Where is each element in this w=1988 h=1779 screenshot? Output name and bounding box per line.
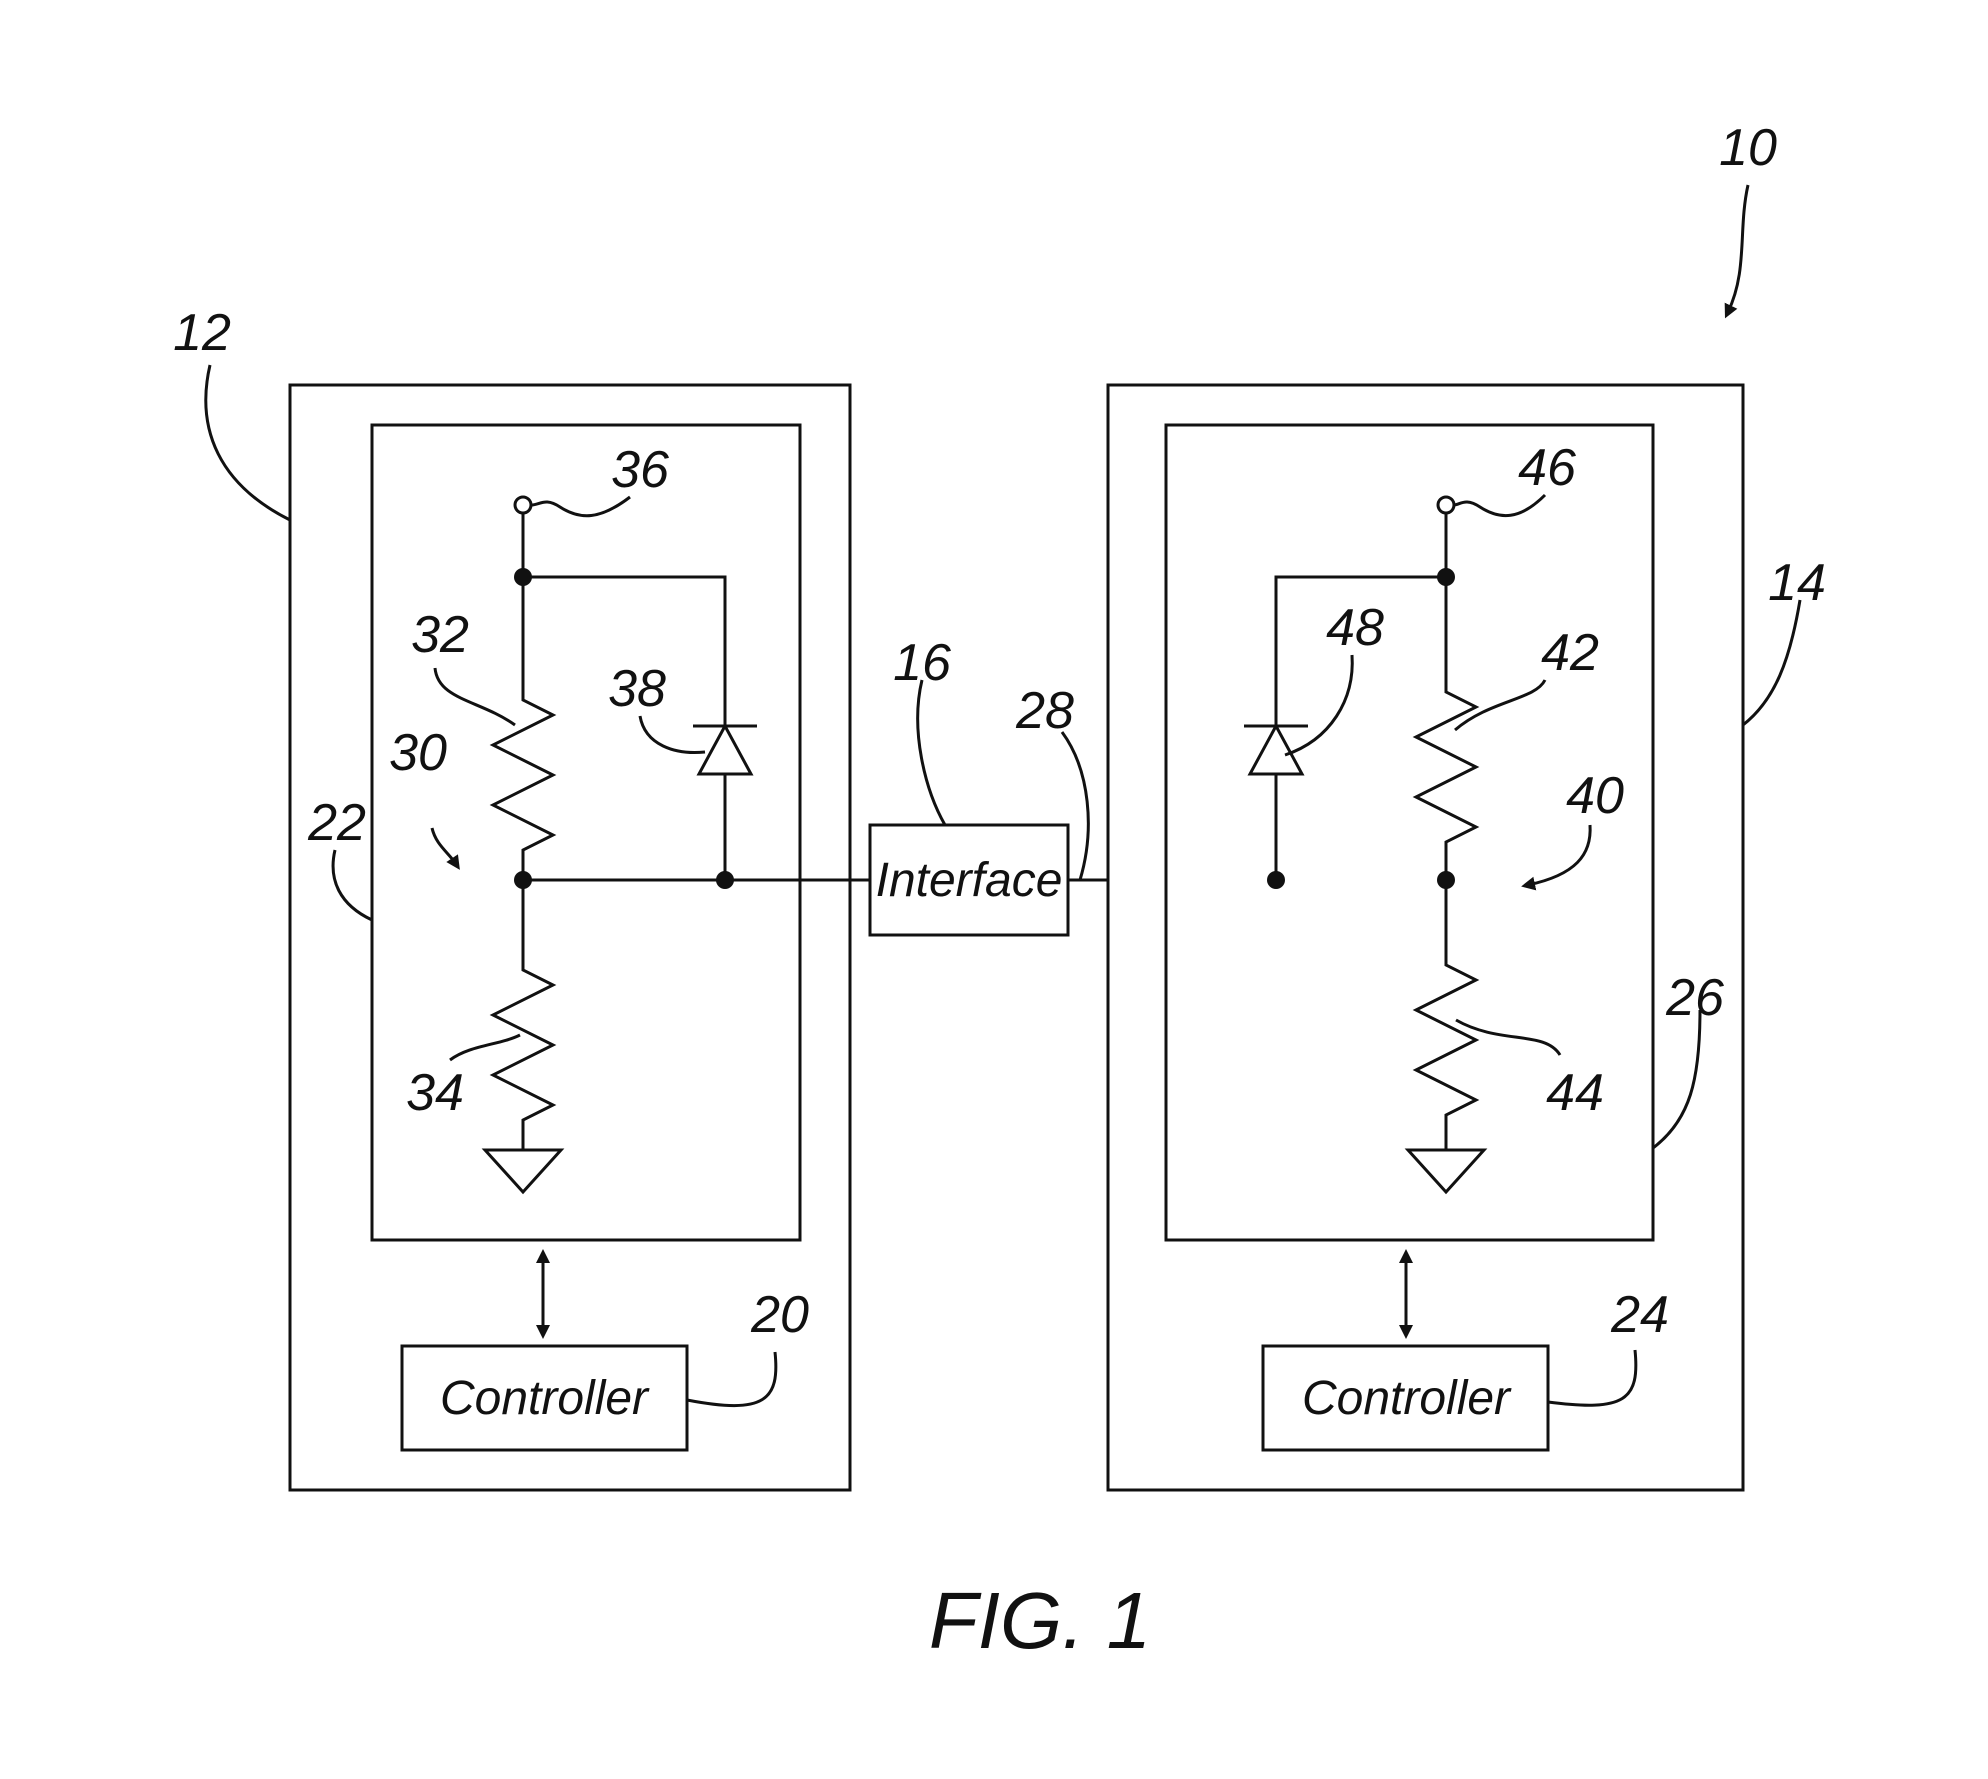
wire-diode38-top <box>523 575 727 726</box>
leader-24 <box>1547 1349 1638 1407</box>
ref-28: 28 <box>1015 682 1074 740</box>
leader-36 <box>530 495 631 518</box>
leader-46 <box>1453 493 1547 518</box>
ground-right <box>1404 1148 1488 1195</box>
leader-16 <box>916 679 947 826</box>
leader-26 <box>1652 1009 1702 1150</box>
ref-24: 24 <box>1610 1286 1669 1344</box>
ref-46: 46 <box>1518 439 1576 497</box>
node-diode48-bottom <box>1267 871 1285 889</box>
controller-24-box <box>1261 1344 1550 1452</box>
leader-32 <box>433 667 516 727</box>
ground-left <box>481 1148 565 1195</box>
ref-12: 12 <box>173 304 231 362</box>
leader-20 <box>686 1351 778 1408</box>
leader-28 <box>1060 731 1090 881</box>
ref-26: 26 <box>1665 969 1724 1027</box>
controller-20-box <box>400 1344 689 1452</box>
controller-24-label: Controller <box>1302 1372 1512 1425</box>
figure-caption: FIG. 1 <box>929 1576 1151 1665</box>
leader-10 <box>1724 184 1750 319</box>
ref-36: 36 <box>611 441 669 499</box>
controller-20-label: Controller <box>440 1372 650 1425</box>
ref-22: 22 <box>307 794 366 852</box>
leader-22 <box>331 849 373 922</box>
ref-20: 20 <box>750 1286 809 1344</box>
ref-32: 32 <box>411 606 469 664</box>
wire-diode48-top <box>1274 575 1446 726</box>
interface-16-label: Interface <box>876 854 1063 907</box>
ref-40: 40 <box>1566 767 1624 825</box>
circuit-22-box <box>370 423 802 1242</box>
ref-44: 44 <box>1546 1064 1604 1122</box>
leader-42 <box>1454 679 1547 732</box>
ref-14: 14 <box>1768 554 1826 612</box>
leader-30 <box>430 827 460 870</box>
interface-16-box <box>868 823 1070 937</box>
ref-30: 30 <box>389 724 447 782</box>
leader-38 <box>638 715 706 755</box>
leader-44 <box>1455 1018 1562 1056</box>
resistor-32 <box>489 577 557 880</box>
ref-48: 48 <box>1326 599 1384 657</box>
ref-34: 34 <box>406 1064 464 1122</box>
terminal-36 <box>513 495 533 515</box>
leader-40 <box>1521 824 1592 891</box>
ref-42: 42 <box>1541 624 1599 682</box>
resistor-44 <box>1412 880 1480 1150</box>
leader-48 <box>1284 654 1354 757</box>
resistor-42 <box>1412 577 1480 880</box>
leader-14 <box>1742 599 1802 727</box>
leader-12 <box>204 364 291 522</box>
ref-16: 16 <box>893 634 951 692</box>
resistor-34 <box>489 880 557 1150</box>
terminal-46 <box>1436 495 1456 515</box>
leader-34 <box>449 1033 521 1062</box>
ref-10: 10 <box>1719 119 1777 177</box>
ref-38: 38 <box>608 660 666 718</box>
circuit-26-box <box>1164 423 1655 1242</box>
